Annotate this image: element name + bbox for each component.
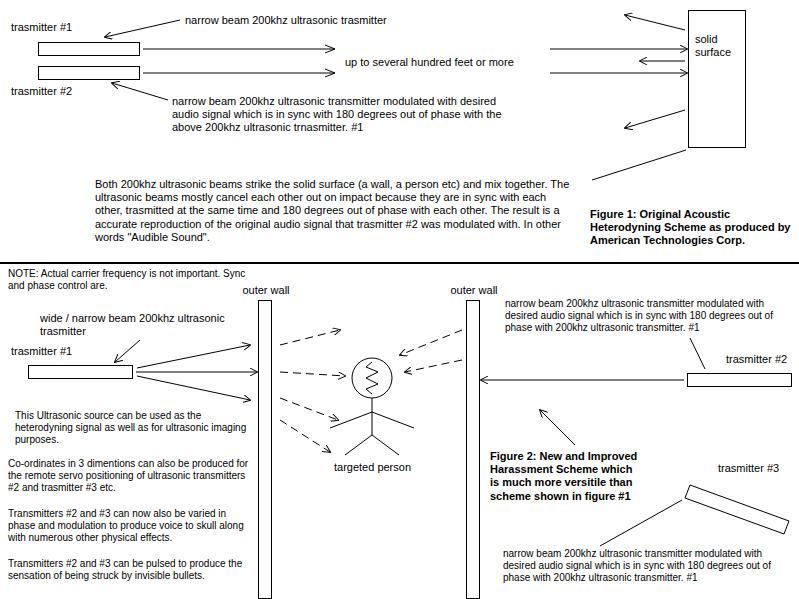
transmitter-box: trasmitter #2 xyxy=(687,373,792,387)
dashed-beam xyxy=(400,330,462,355)
figure-caption: Figure 1: Original Acoustic Heterodyning… xyxy=(590,208,795,248)
leader-arrow xyxy=(115,340,140,362)
transmitter-box: trasmitter #1 xyxy=(28,365,133,379)
dashed-beam xyxy=(280,372,345,376)
note-text: Co-ordinates in 3 dimentions can also be… xyxy=(8,458,252,494)
note-text: up to several hundred feet or more xyxy=(345,56,545,69)
node-label: trasmitter #1 xyxy=(11,345,111,358)
leader-arrow xyxy=(540,410,575,445)
reflected-beam xyxy=(625,110,685,128)
note-text: NOTE: Actual carrier frequency is not im… xyxy=(8,268,248,292)
zigzag-symbol xyxy=(366,362,378,394)
dashed-beam xyxy=(280,398,338,420)
node-label: outer wall xyxy=(236,284,296,297)
node-label: trasmitter #1 xyxy=(11,21,111,34)
note-text: narrow beam 200khz ultrasonic transmitte… xyxy=(505,298,795,334)
head xyxy=(352,358,392,398)
leader-line xyxy=(600,500,682,546)
figure-caption: Figure 2: New and Improved Harassment Sc… xyxy=(490,450,640,503)
stick-figure xyxy=(330,358,414,455)
reflected-beam xyxy=(640,61,685,62)
reflected-beam xyxy=(625,15,685,30)
leader-line xyxy=(690,338,705,369)
arms xyxy=(330,412,414,428)
node-label: solid surface xyxy=(695,33,741,59)
dashed-beam xyxy=(280,420,330,452)
node-label: trasmitter #2 xyxy=(11,85,111,98)
leader-arrow xyxy=(112,83,168,100)
note-text: narrow beam 200khz ultrasonic transmitte… xyxy=(172,95,522,135)
beam-arrow xyxy=(143,73,687,74)
transmitter-box: trasmitter #3 xyxy=(678,462,797,542)
note-text: narrow beam 200khz ultrasonic trasmitter xyxy=(185,14,505,27)
dashed-beams xyxy=(280,330,462,452)
node-label: outer wall xyxy=(444,284,504,297)
note-text: Transmitters #2 and #3 can be pulsed to … xyxy=(8,558,252,582)
surface-box: solid surface xyxy=(688,10,746,148)
note-text: This Ultrasonic source can be used as th… xyxy=(15,410,247,446)
transmitter-outline xyxy=(685,485,789,534)
wall-box: outer wall xyxy=(258,300,272,599)
transmitter-box: trasmitter #2 xyxy=(38,66,140,80)
beam-arrow xyxy=(137,376,250,400)
beam-arrow xyxy=(143,49,687,50)
note-text: Both 200khz ultrasonic beams strike the … xyxy=(95,178,575,244)
dashed-beam xyxy=(405,360,462,372)
person-figure: targeted person xyxy=(325,355,420,495)
beam-arrow xyxy=(137,345,250,368)
leader-line xyxy=(592,150,686,180)
beam-arrow xyxy=(481,380,684,381)
divider-line xyxy=(0,262,799,264)
transmitter-box: trasmitter #1 xyxy=(38,42,140,56)
body xyxy=(372,398,373,435)
note-text: narrow beam 200khz ultrasonic transmitte… xyxy=(503,548,795,584)
note-text: wide / narrow beam 200khz ultrasonic tra… xyxy=(40,312,250,338)
dashed-beam xyxy=(280,330,340,345)
wall-box: outer wall xyxy=(466,300,480,599)
node-label: trasmitter #3 xyxy=(718,462,796,475)
legs xyxy=(345,435,399,455)
leader-arrow xyxy=(105,20,180,37)
node-label: targeted person xyxy=(325,461,420,474)
node-label: trasmitter #2 xyxy=(726,353,796,366)
beam-arrow xyxy=(136,372,257,373)
stick-figure xyxy=(325,355,420,495)
note-text: Transmitters #2 and #3 can now also be v… xyxy=(8,508,252,544)
